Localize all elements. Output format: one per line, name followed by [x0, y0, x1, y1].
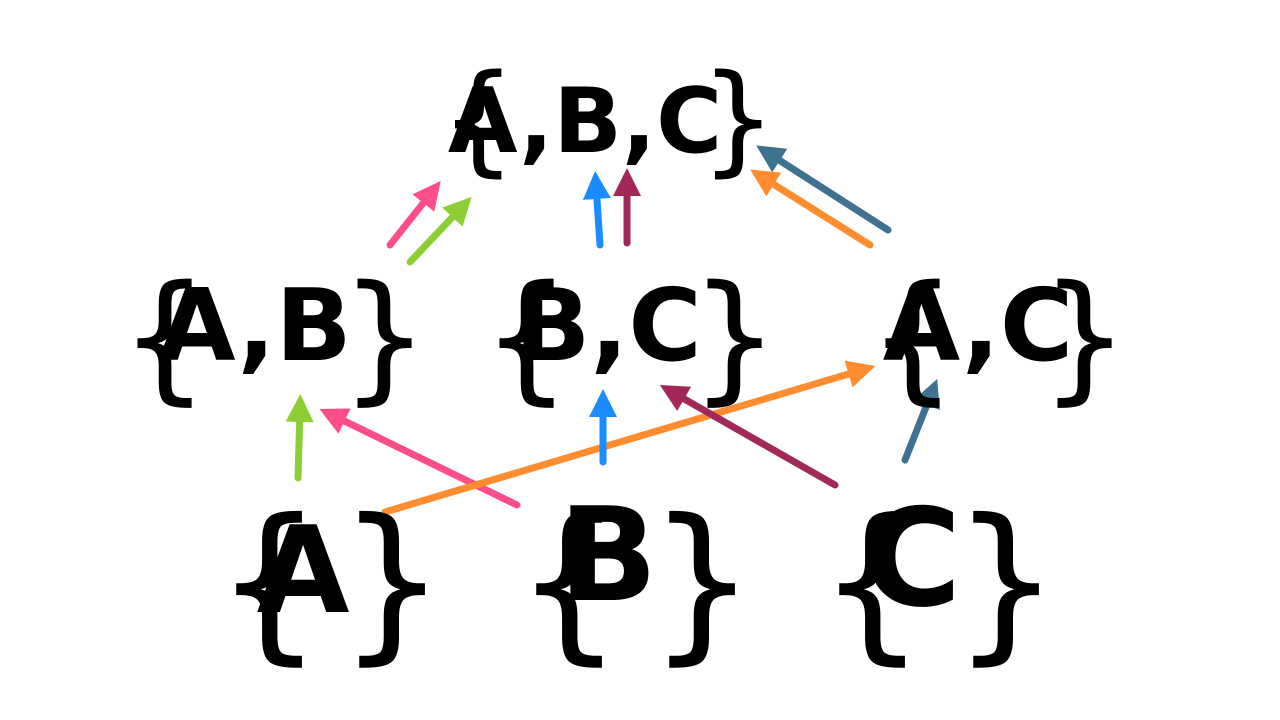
left-brace: { [120, 256, 209, 419]
left-brace: { [482, 256, 571, 419]
arrow-ab-to-abc-pink [386, 181, 441, 249]
right-brace: } [690, 256, 779, 419]
node-label: A,B [158, 267, 351, 384]
node-abc: { A,B,C } [440, 50, 776, 189]
node-b: { B } [515, 479, 756, 681]
right-brace: } [338, 483, 446, 681]
right-brace: } [700, 50, 776, 189]
left-brace: { [215, 483, 323, 681]
arrow-c-to-ac-steel [901, 378, 940, 464]
arrow-a-to-ac-orange [381, 360, 876, 516]
node-label: C [862, 480, 961, 637]
left-brace: { [818, 483, 926, 681]
right-brace: } [648, 483, 756, 681]
left-brace: { [868, 256, 957, 419]
arrow-c-to-bc-maroon [659, 385, 839, 489]
arrow-b-to-ab-pink [319, 408, 521, 509]
node-label: A [257, 502, 350, 641]
node-label: A,C [883, 267, 1074, 384]
arrow-ac-to-abc-orange [750, 169, 874, 249]
node-a: { A } [215, 483, 446, 681]
node-label: A,B,C [448, 69, 722, 174]
node-c: { C } [818, 480, 1060, 681]
left-brace: { [515, 483, 623, 681]
edges-layer [285, 145, 940, 516]
node-label: B,C [514, 267, 702, 384]
right-brace: } [340, 256, 429, 419]
right-brace: } [1040, 256, 1129, 419]
left-brace: { [440, 50, 516, 189]
arrow-ab-to-abc-green [406, 196, 472, 266]
arrow-ac-to-abc-steel [756, 145, 892, 234]
node-ab: { A,B } [120, 256, 429, 419]
node-ac: { A,C } [868, 256, 1129, 419]
node-bc: { B,C } [482, 256, 779, 419]
arrow-a-to-ab-green [285, 394, 314, 482]
arrow-bc-to-abc-blue [582, 171, 611, 249]
right-brace: } [952, 483, 1060, 681]
node-label: B [558, 479, 657, 631]
